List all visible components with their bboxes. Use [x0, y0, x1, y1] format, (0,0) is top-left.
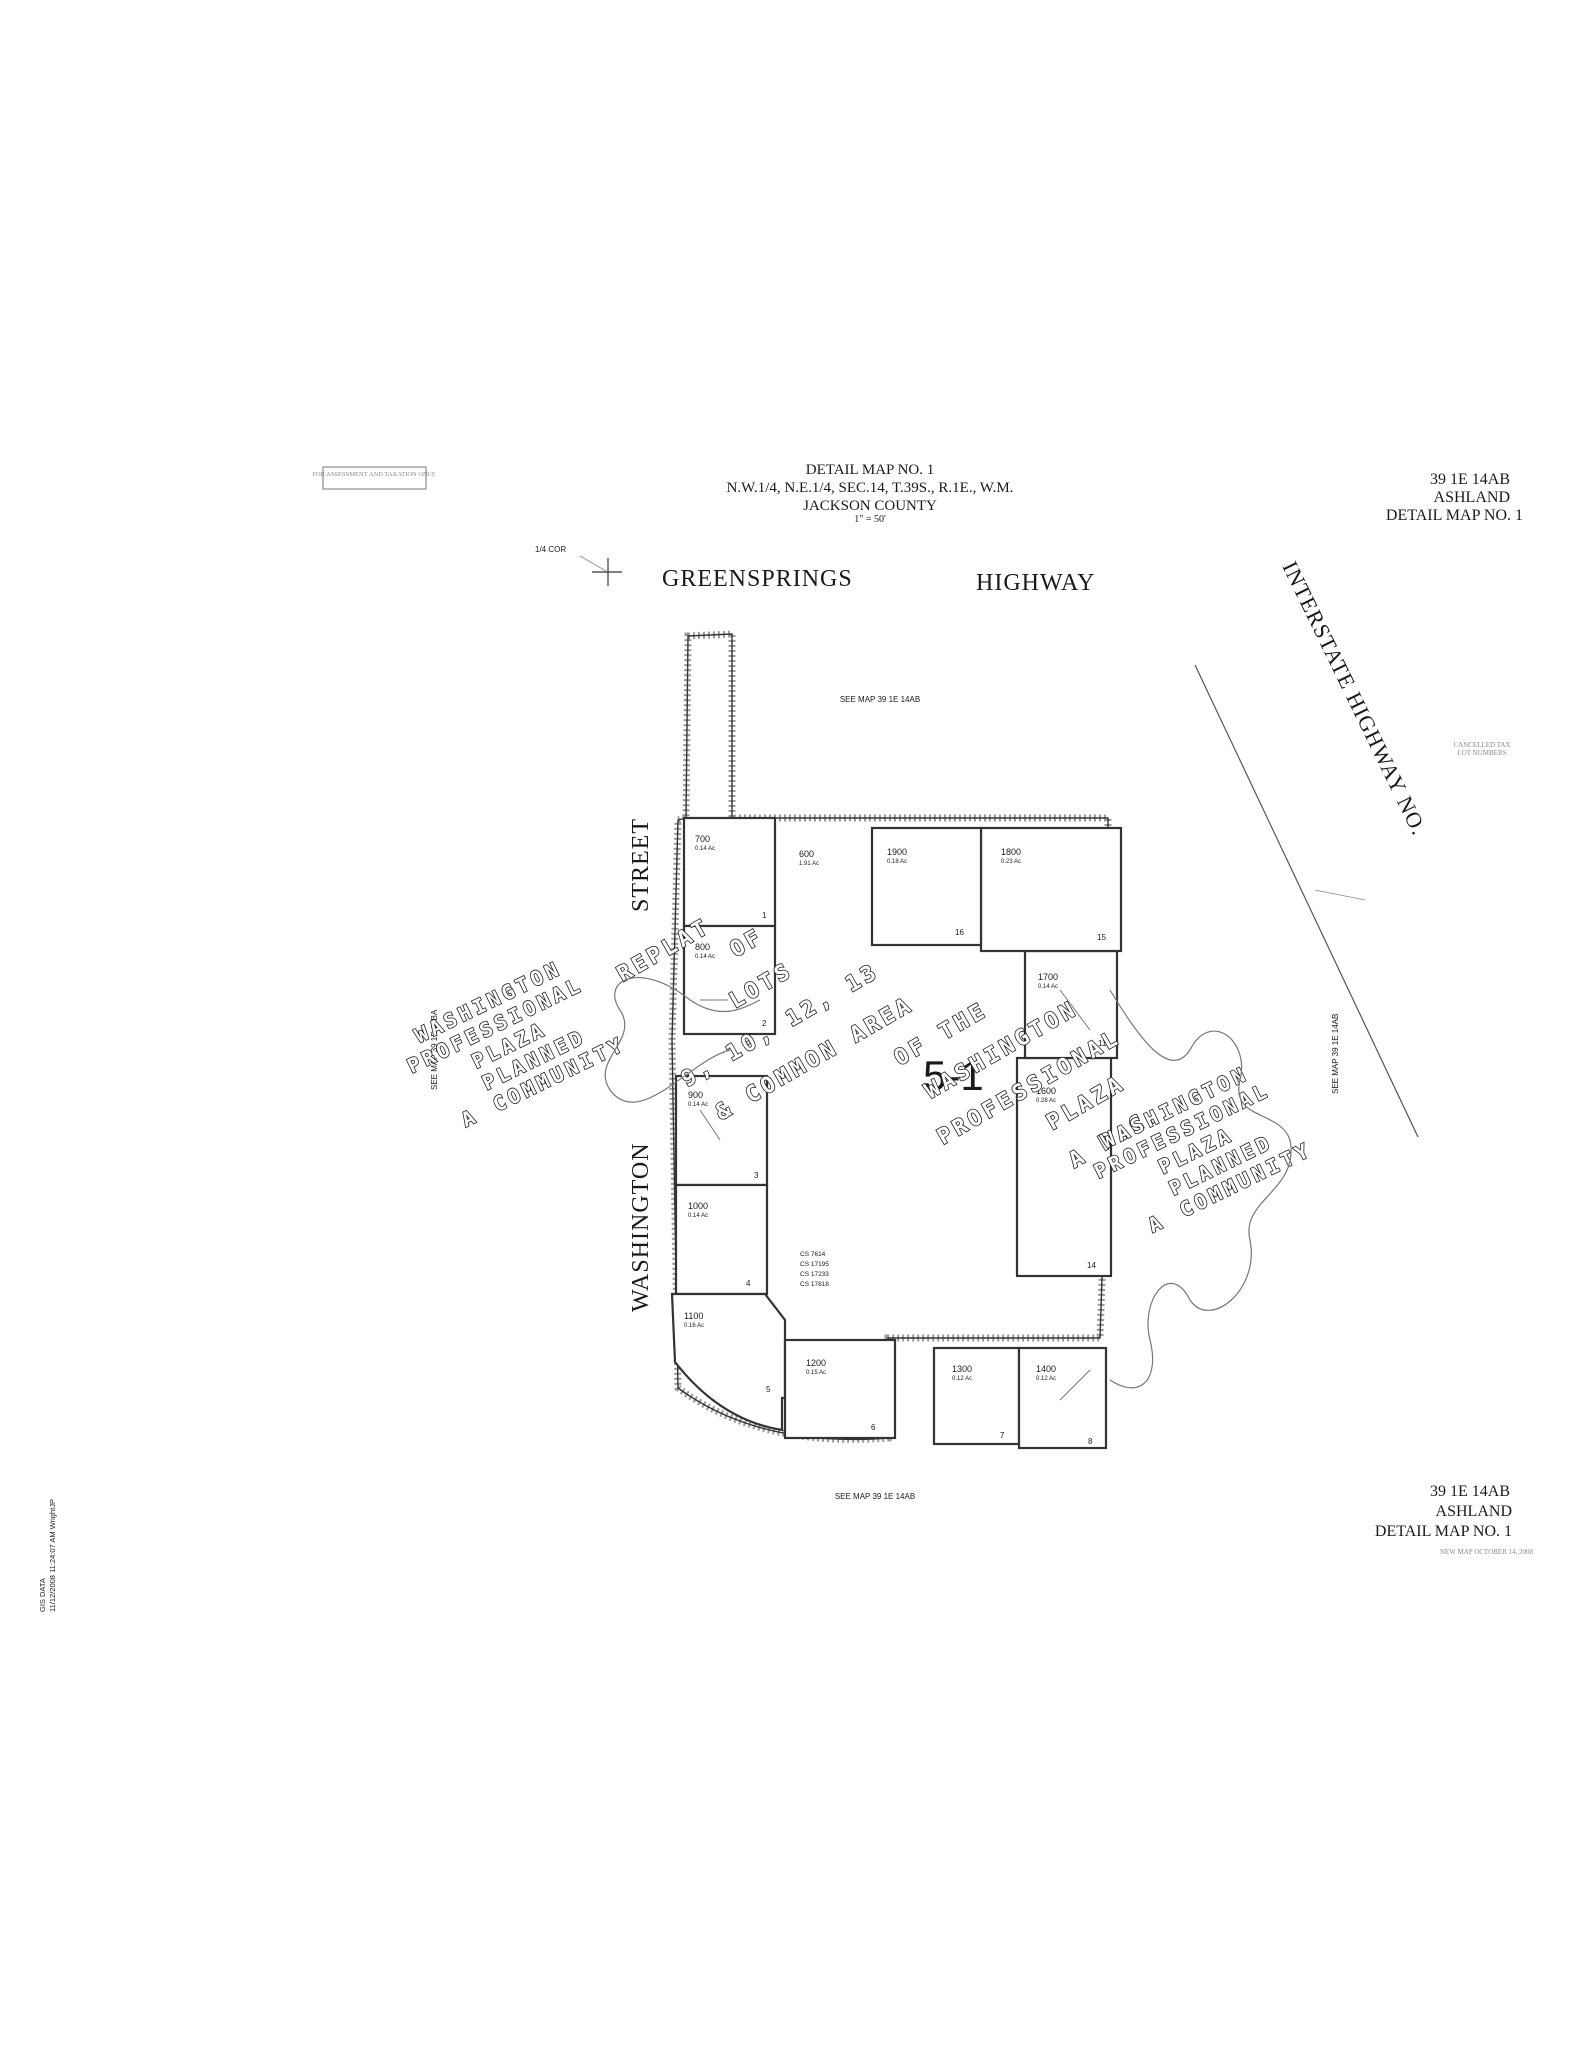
- svg-text:5: 5: [766, 1385, 771, 1394]
- see-map-right: SEE MAP 39 1E 14AB: [1331, 1014, 1340, 1094]
- leader-curve-left: [604, 977, 761, 1103]
- lot-1800[interactable]: 1800 0.23 Ac 15: [979, 826, 1123, 953]
- road-greensprings: GREENSPRINGS: [662, 566, 853, 592]
- road-washington: WASHINGTON: [628, 1142, 654, 1312]
- svg-text:0.28 Ac: 0.28 Ac: [1036, 1098, 1056, 1104]
- svg-text:0.23 Ac: 0.23 Ac: [1001, 859, 1021, 865]
- survey-ref-3: CS 17233: [800, 1271, 829, 1278]
- svg-text:1900: 1900: [887, 847, 907, 857]
- lot-800[interactable]: 800 0.14 Ac 2: [682, 924, 777, 1036]
- map-detail-top: DETAIL MAP NO. 1: [1386, 507, 1523, 524]
- svg-text:1300: 1300: [952, 1364, 972, 1374]
- svg-text:4: 4: [746, 1279, 751, 1288]
- svg-text:1400: 1400: [1036, 1364, 1056, 1374]
- svg-text:A: A: [1144, 1209, 1169, 1238]
- svg-text:0.14 Ac: 0.14 Ac: [688, 1102, 708, 1108]
- svg-text:6: 6: [871, 1423, 876, 1432]
- assessment-stamp: FOR ASSESSMENT AND TAXATION ONLY: [312, 471, 436, 478]
- leader-arrow-1400: [1059, 1369, 1091, 1401]
- svg-text:0.12 Ac: 0.12 Ac: [1036, 1376, 1056, 1382]
- interstate-row-line-2: [1314, 889, 1366, 901]
- assessment-stamp-box: [322, 466, 427, 490]
- road-highway: HIGHWAY: [976, 570, 1095, 596]
- quarter-corner-leader: [579, 555, 607, 572]
- interstate-row-line-1: [1194, 664, 1419, 1138]
- map-city-bottom: ASHLAND: [1436, 1503, 1512, 1520]
- svg-text:700: 700: [695, 834, 710, 844]
- survey-ref-2: CS 17195: [800, 1261, 829, 1268]
- svg-text:0.14 Ac: 0.14 Ac: [688, 1213, 708, 1219]
- see-map-top: SEE MAP 39 1E 14AB: [840, 695, 920, 704]
- svg-text:14: 14: [1087, 1261, 1096, 1270]
- block-number: 5-1: [923, 1052, 984, 1099]
- svg-text:800: 800: [695, 942, 710, 952]
- road-street: STREET: [628, 818, 654, 912]
- svg-text:1700: 1700: [1038, 972, 1058, 982]
- svg-text:900: 900: [688, 1090, 703, 1100]
- svg-text:A: A: [457, 1103, 482, 1132]
- survey-ref-1: CS 7614: [800, 1251, 826, 1258]
- svg-text:2: 2: [762, 1019, 767, 1028]
- map-county: JACKSON COUNTY: [803, 498, 937, 514]
- svg-text:0.18 Ac: 0.18 Ac: [887, 859, 907, 865]
- road-interstate: INTERSTATE HIGHWAY NO.: [1278, 557, 1433, 839]
- map-id-top: 39 1E 14AB: [1430, 471, 1510, 488]
- svg-text:11: 11: [1098, 1039, 1107, 1048]
- new-map-date: NEW MAP OCTOBER 14, 2008: [1440, 1548, 1534, 1556]
- svg-text:15: 15: [1097, 933, 1106, 942]
- community-label-left: WASHINGTON PROFESSIONAL PLAZA PLANNED A …: [403, 955, 630, 1133]
- lot-700[interactable]: 700 0.14 Ac 1: [682, 816, 777, 928]
- svg-text:7: 7: [1000, 1431, 1005, 1440]
- svg-text:0.12 Ac: 0.12 Ac: [952, 1376, 972, 1382]
- svg-text:0.14 Ac: 0.14 Ac: [695, 846, 715, 852]
- map-section: N.W.1/4, N.E.1/4, SEC.14, T.39S., R.1E.,…: [727, 480, 1014, 496]
- map-scale: 1" = 50': [854, 514, 886, 525]
- svg-text:1000: 1000: [688, 1201, 708, 1211]
- map-detail-bottom: DETAIL MAP NO. 1: [1375, 1523, 1512, 1540]
- common-area-id: 600: [799, 849, 814, 859]
- leader-arrow-1700: [1059, 989, 1091, 1031]
- svg-text:1200: 1200: [806, 1358, 826, 1368]
- svg-text:8: 8: [1088, 1437, 1093, 1446]
- lot-1200[interactable]: 1200 0.15 Ac 6: [783, 1338, 897, 1440]
- gis-data: GIS DATA: [38, 1578, 47, 1612]
- lot-1600[interactable]: 1600 0.28 Ac 14: [1015, 1056, 1113, 1278]
- leader-curve-right: [1109, 989, 1292, 1389]
- map-title: DETAIL MAP NO. 1: [806, 462, 935, 478]
- map-city-top: ASHLAND: [1434, 489, 1510, 506]
- map-id-bottom: 39 1E 14AB: [1430, 1483, 1510, 1500]
- svg-text:1600: 1600: [1036, 1086, 1056, 1096]
- cancelled-tax-lots: CANCELLED TAX: [1453, 741, 1510, 749]
- lot-1300[interactable]: 1300 0.12 Ac 7: [932, 1346, 1021, 1446]
- svg-text:1100: 1100: [684, 1311, 703, 1321]
- see-map-bottom: SEE MAP 39 1E 14AB: [835, 1492, 915, 1501]
- quarter-corner-label: 1/4 COR: [535, 545, 566, 554]
- svg-text:0.15 Ac: 0.15 Ac: [806, 1370, 826, 1376]
- lot-1100[interactable]: 1100 0.16 Ac 5: [670, 1292, 787, 1432]
- lot-900[interactable]: 900 0.14 Ac 3: [674, 1074, 769, 1187]
- svg-text:0.16 Ac: 0.16 Ac: [684, 1323, 704, 1329]
- gis-timestamp: 11/12/2008 11:24:07 AM WrightJP: [48, 1499, 57, 1612]
- svg-text:0.14 Ac: 0.14 Ac: [695, 954, 715, 960]
- svg-text:0.14 Ac: 0.14 Ac: [1038, 984, 1058, 990]
- common-area-acres: 1.91 Ac: [799, 861, 819, 867]
- lot-1000[interactable]: 1000 0.14 Ac 4: [674, 1183, 769, 1296]
- svg-text:1800: 1800: [1001, 847, 1021, 857]
- leader-arrow-900: [699, 1109, 721, 1141]
- survey-ref-4: CS 17818: [800, 1281, 829, 1288]
- svg-text:1: 1: [762, 911, 767, 920]
- lot-1900[interactable]: 1900 0.18 Ac 16: [870, 826, 983, 947]
- svg-text:3: 3: [754, 1171, 759, 1180]
- see-map-left: SEE MAP 39 1E 14BA: [430, 1009, 439, 1090]
- svg-text:16: 16: [955, 928, 964, 937]
- cancelled-tax-lots-2: LOT NUMBERS: [1457, 749, 1506, 757]
